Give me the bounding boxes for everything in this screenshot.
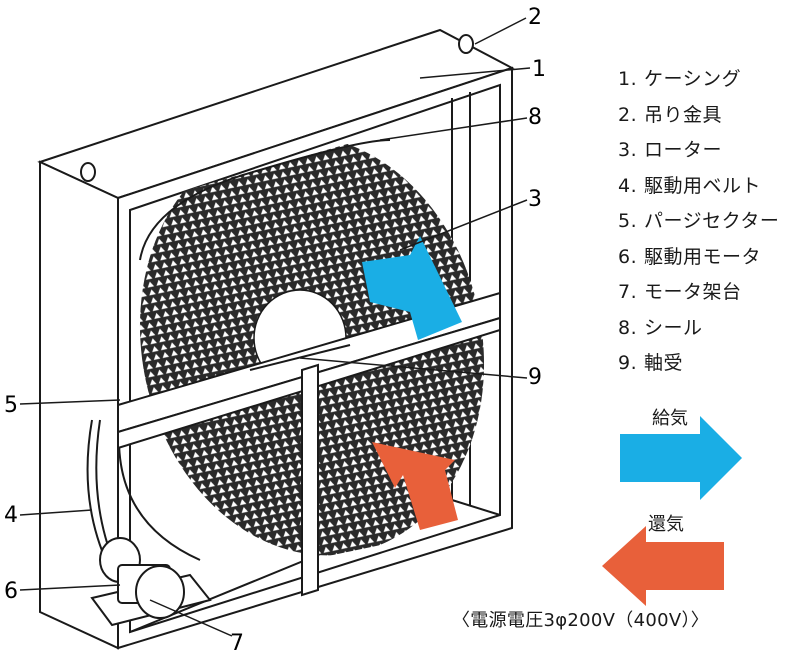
return-air-arrow-on-rotor	[372, 442, 458, 530]
legend-label: モータ架台	[644, 281, 742, 303]
callout-2: 2	[528, 5, 542, 30]
supply-air-arrow	[620, 416, 742, 500]
legend-number: 9.	[618, 352, 638, 374]
legend-label: パージセクター	[644, 210, 780, 232]
supply-air-label: 給気	[652, 408, 688, 429]
legend-item: 3. ローター	[618, 133, 779, 169]
legend-label: 駆動用モータ	[644, 245, 762, 268]
legend-label: ローター	[644, 139, 723, 161]
legend-number: 3.	[618, 139, 638, 161]
callout-3: 3	[528, 187, 542, 212]
legend-item: 4. 駆動用ベルト	[618, 169, 779, 205]
legend-label: 軸受	[644, 352, 684, 374]
legend-item: 1. ケーシング	[618, 62, 779, 98]
callout-8: 8	[528, 105, 542, 130]
leader-lines	[19, 17, 531, 637]
legend-number: 8.	[618, 316, 638, 339]
legend-item: 8. シール	[618, 311, 779, 347]
parts-legend: 1. ケーシング 2. 吊り金具 3. ローター 4. 駆動用ベルト 5. パージセクター…	[618, 62, 779, 382]
callout-6: 6	[4, 579, 18, 604]
return-air-arrow	[602, 526, 724, 606]
legend-item: 5. パージセクター	[618, 204, 779, 240]
legend-label: 吊り金具	[644, 103, 723, 126]
legend-number: 5.	[618, 210, 638, 232]
legend-item: 9. 軸受	[618, 346, 779, 382]
callout-5: 5	[4, 393, 18, 418]
return-air-label: 還気	[648, 514, 684, 535]
callout-9: 9	[528, 365, 542, 390]
legend-number: 7.	[618, 281, 638, 303]
legend-number: 2.	[618, 103, 638, 126]
legend-label: シール	[644, 316, 703, 339]
legend-number: 6.	[618, 245, 638, 268]
callout-1: 1	[532, 57, 546, 82]
legend-number: 4.	[618, 174, 638, 197]
supply-air-arrow-on-rotor	[362, 236, 462, 340]
callout-7: 7	[230, 631, 244, 656]
hanging-lug	[80, 34, 474, 182]
center-post	[301, 363, 319, 597]
legend-label: ケーシング	[644, 68, 742, 90]
legend-item: 6. 駆動用モータ	[618, 240, 779, 276]
callouts: 1 2 3 4 5 6 7 8 9	[4, 5, 546, 656]
callout-4: 4	[4, 503, 18, 528]
legend-number: 1.	[618, 68, 638, 90]
legend-item: 7. モータ架台	[618, 275, 779, 311]
legend-item: 2. 吊り金具	[618, 98, 779, 134]
power-supply-note: 〈電源電圧3φ200V（400V）〉	[452, 610, 710, 631]
legend-label: 駆動用ベルト	[644, 174, 762, 197]
